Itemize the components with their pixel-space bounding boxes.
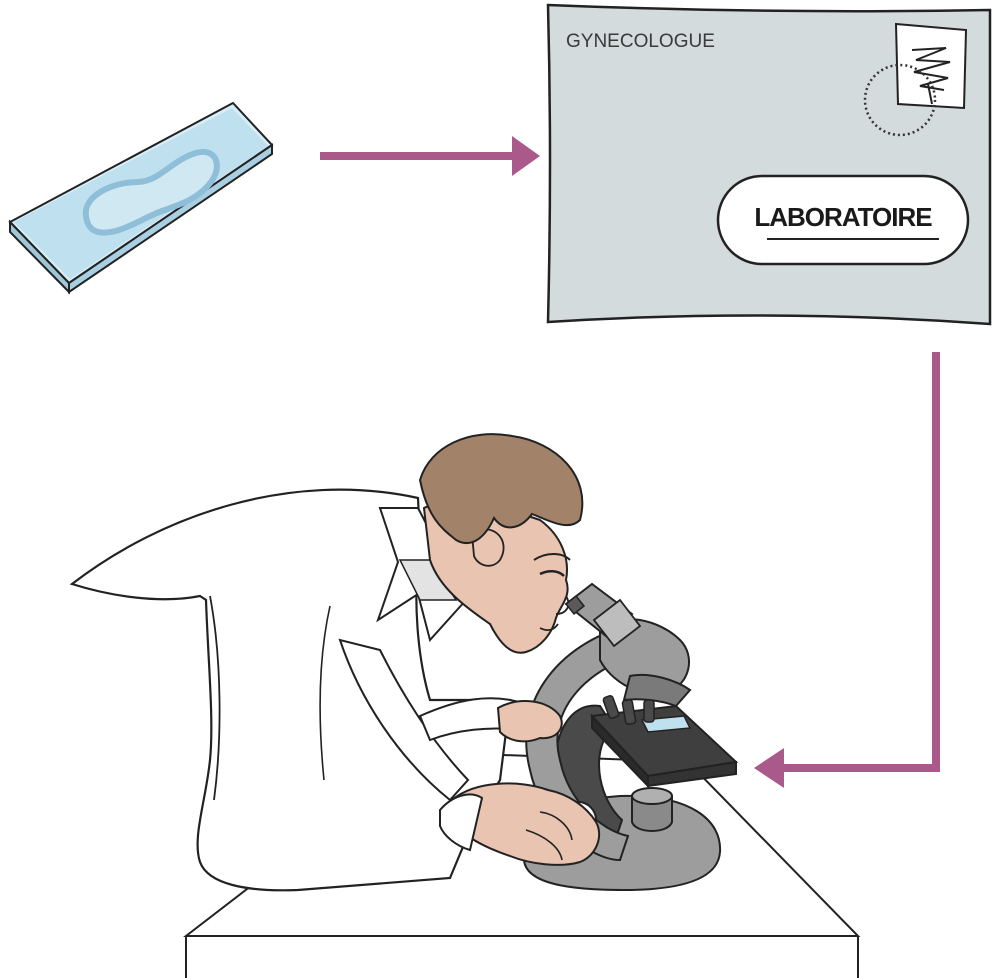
arrow-envelope-to-microscope [754,352,936,788]
recipient-label: LABORATOIRE [718,176,968,264]
sender-label: GYNECOLOGUE [566,31,715,52]
glass-slide-icon [10,103,272,292]
recipient-label-text: LABORATOIRE [754,202,932,232]
objective-lens [644,700,654,722]
envelope-icon: GYNECOLOGUE LABORATOIRE [548,5,990,324]
arrow-slide-to-envelope [320,136,540,176]
